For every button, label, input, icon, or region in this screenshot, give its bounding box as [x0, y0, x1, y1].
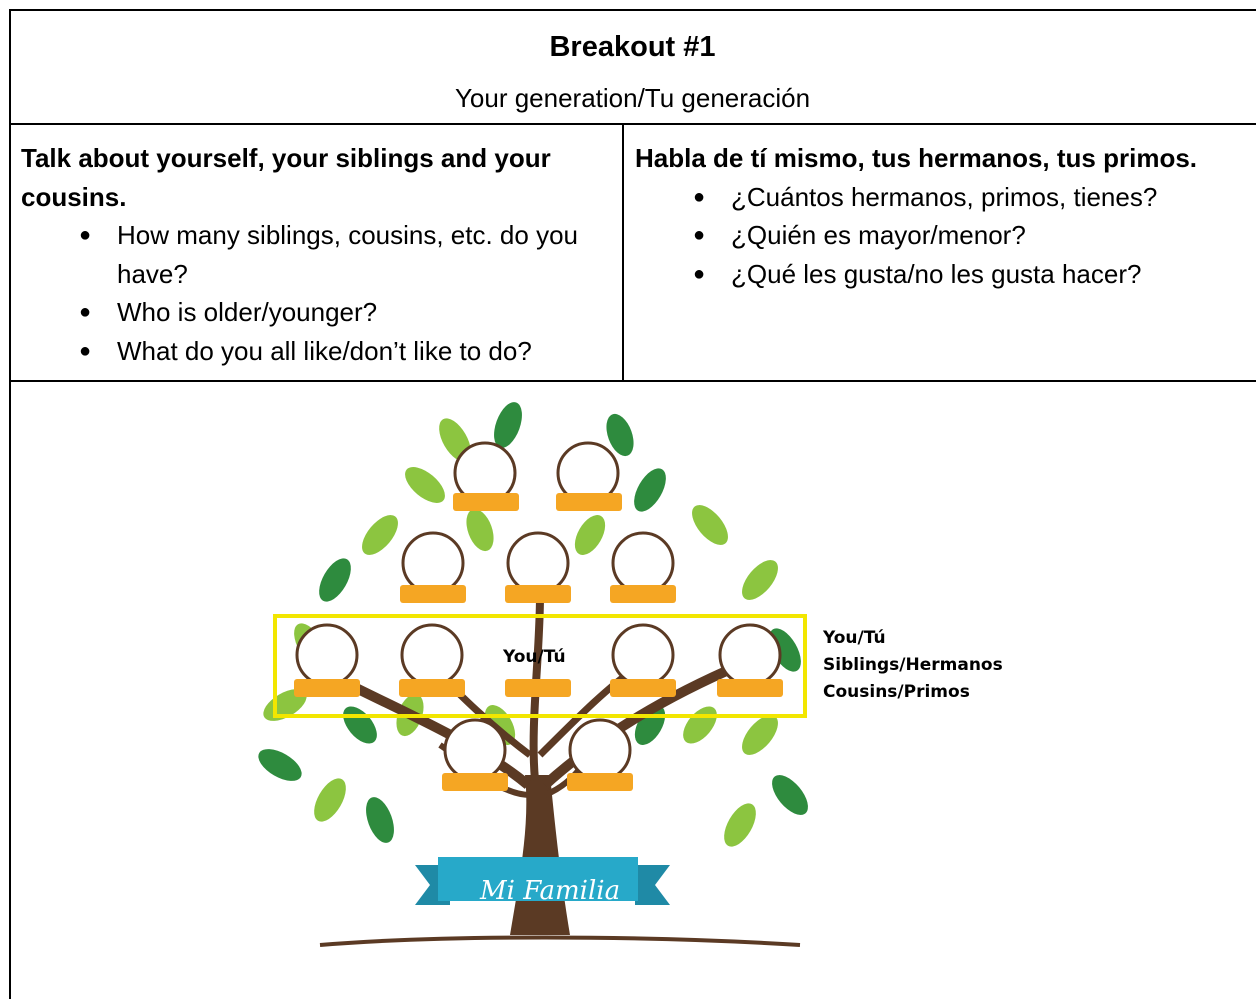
bullet-icon: ● [693, 262, 706, 285]
list-item: ● ¿Qué les gusta/no les gusta hacer? [635, 255, 1255, 294]
spanish-prompt-cell: Habla de tí mismo, tus hermanos, tus pri… [635, 139, 1255, 293]
list-item: ● What do you all like/don’t like to do? [21, 332, 611, 371]
prompts-row: Talk about yourself, your siblings and y… [9, 125, 1256, 382]
family-tree-image [240, 395, 1020, 965]
legend-siblings: Siblings/Hermanos [823, 655, 1003, 675]
english-heading: Talk about yourself, your siblings and y… [21, 143, 551, 212]
bullet-icon: ● [79, 301, 92, 323]
page-title: Breakout #1 [549, 31, 716, 63]
mi-familia-banner [415, 857, 670, 905]
legend-cousins: Cousins/Primos [823, 682, 970, 702]
list-item-text: Who is older/younger? [117, 297, 378, 327]
list-item: ● How many siblings, cousins, etc. do you… [21, 216, 611, 293]
page-subtitle: Your generation/Tu generación [454, 83, 811, 113]
list-item: ● ¿Cuántos hermanos, primos, tienes? [635, 178, 1255, 217]
family-tree-illustration [258, 402, 808, 947]
bullet-icon: ● [693, 224, 706, 246]
generation-legend: You/Tú Siblings/Hermanos Cousins/Primos [823, 625, 1003, 706]
you-center-label: You/Tú [503, 647, 566, 667]
spanish-heading: Habla de tí mismo, tus hermanos, tus pri… [635, 143, 1198, 173]
list-item-text: ¿Cuántos hermanos, primos, tienes? [731, 181, 1158, 212]
generation-highlight-box [273, 614, 807, 718]
bullet-icon: ● [79, 339, 92, 362]
list-item-text: What do you all like/don’t like to do? [117, 335, 532, 366]
list-item: ● ¿Quién es mayor/menor? [635, 216, 1255, 255]
page-frame [9, 9, 1256, 999]
list-item: ● Who is older/younger? [21, 293, 611, 332]
bullet-icon: ● [79, 224, 92, 246]
column-divider [622, 125, 624, 380]
bullet-icon: ● [693, 185, 706, 208]
list-item-text: How many siblings, cousins, etc. do you … [117, 220, 578, 289]
banner-label: Mi Familia [480, 876, 621, 906]
legend-you: You/Tú [823, 628, 886, 648]
header-row: Breakout #1 Your generation/Tu generació… [9, 9, 1256, 125]
portrait-slots [294, 441, 783, 791]
english-question-list: ● How many siblings, cousins, etc. do you… [21, 216, 611, 370]
list-item-text: ¿Qué les gusta/no les gusta hacer? [731, 258, 1142, 289]
list-item-text: ¿Quién es mayor/menor? [731, 220, 1026, 250]
spanish-question-list: ● ¿Cuántos hermanos, primos, tienes? ● ¿Qu… [635, 178, 1255, 294]
english-prompt-cell: Talk about yourself, your siblings and y… [21, 139, 611, 370]
